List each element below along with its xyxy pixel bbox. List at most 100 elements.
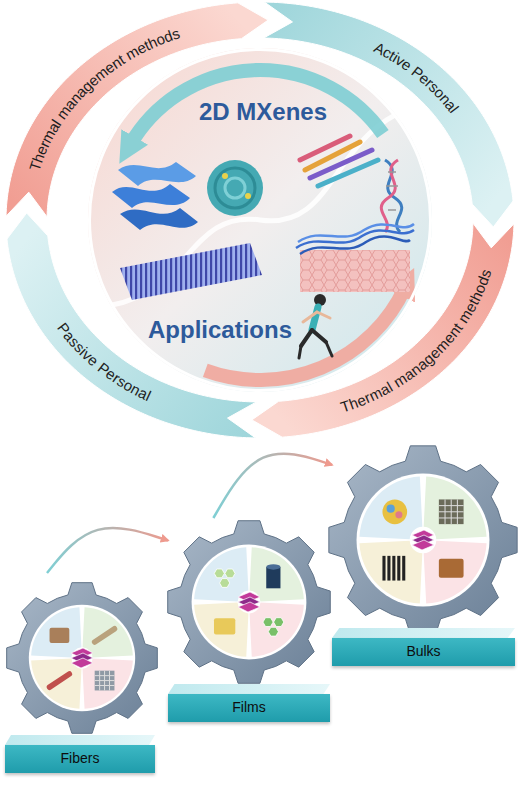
center-title: 2D MXenes — [199, 100, 327, 124]
gear-illustration — [266, 567, 280, 588]
nanosheet-array — [120, 243, 262, 300]
fiber-rods — [300, 136, 350, 160]
gear-illustration — [439, 499, 464, 524]
gear-illustration — [329, 446, 517, 634]
gear-illustration — [439, 511, 464, 512]
mxene-sphere — [207, 160, 263, 216]
runner — [299, 346, 301, 358]
center-disc: 2D MXenes — [199, 100, 327, 124]
pedestal: Fibers — [5, 735, 155, 773]
gear-illustration — [214, 618, 235, 634]
pedestal-front: Films — [168, 694, 330, 722]
center-disc: 2D MXenesApplications — [88, 48, 432, 392]
band-label: Active Personal — [263, 2, 514, 227]
arrow-band: Thermal management methods — [251, 223, 514, 438]
gear-illustration — [238, 602, 260, 612]
gear-illustration — [225, 569, 235, 578]
textile — [296, 224, 414, 292]
gear-illustration — [395, 511, 402, 518]
runner — [299, 294, 332, 358]
material-gear: Fibers — [5, 573, 155, 773]
pedestal: Films — [168, 684, 330, 722]
mxene-sphere — [222, 173, 228, 179]
cycle-arrow — [130, 70, 383, 145]
gear-illustration — [83, 607, 133, 657]
textile — [300, 237, 410, 254]
gear-illustration — [95, 680, 115, 681]
gear-illustrations — [7, 446, 517, 733]
gear-illustration — [250, 547, 304, 601]
disc-background — [88, 48, 432, 392]
gear-illustration — [424, 476, 487, 539]
pedestal-label: Films — [232, 700, 265, 715]
gear-illustration — [29, 605, 135, 711]
gear-illustration — [387, 505, 395, 513]
band-label: Thermal management methods — [6, 2, 269, 217]
pedestal-front: Bulks — [332, 638, 515, 666]
nanosheet-array — [120, 243, 262, 300]
disc-outline — [90, 50, 431, 391]
mxene-sphere — [215, 168, 255, 208]
pedestal-front: Fibers — [61, 751, 100, 766]
dna-helix — [381, 160, 398, 232]
runner — [317, 312, 330, 318]
mxene-flakes — [118, 162, 196, 186]
gear-illustration — [83, 659, 133, 709]
gear-illustration — [214, 569, 224, 578]
gear-illustration — [439, 517, 464, 518]
mxene-sphere — [225, 178, 245, 198]
mxene-flakes — [120, 208, 198, 230]
dna-helix — [388, 171, 396, 173]
gear-illustration — [382, 499, 407, 524]
gear-illustration — [392, 556, 395, 581]
dna-helix — [381, 160, 401, 232]
gear-illustration — [95, 629, 115, 642]
center-title: Applications — [148, 318, 292, 342]
mxene-sphere — [207, 160, 263, 216]
gear-illustration — [109, 671, 110, 691]
gear-illustration — [357, 474, 490, 607]
runner — [326, 342, 332, 356]
gear-illustration — [263, 618, 273, 627]
gear-illustration — [439, 559, 464, 578]
dna-helix — [386, 185, 398, 187]
pedestal-label: Bulks — [406, 644, 440, 659]
material-gear: Bulks — [332, 440, 515, 666]
gear-illustration — [194, 547, 248, 601]
pedestal-front: Fibers — [5, 745, 155, 773]
pedestal-front: Bulks — [406, 644, 440, 659]
gear-illustration — [424, 541, 487, 604]
gear-illustration — [168, 521, 331, 684]
gear-illustration — [274, 618, 284, 627]
runner — [312, 330, 326, 342]
gear-illustration — [95, 685, 115, 686]
gear-illustration — [412, 540, 434, 550]
gear-illustration — [7, 583, 158, 734]
gear-illustration — [359, 541, 422, 604]
textile — [300, 250, 410, 292]
band-label: Thermal management methods — [251, 223, 514, 438]
gear-illustration — [382, 556, 385, 581]
mxene-flakes — [112, 162, 198, 230]
gear-illustration — [387, 556, 390, 581]
pedestal-top — [5, 735, 155, 745]
pedestal-top — [168, 684, 330, 694]
runner — [312, 307, 318, 330]
gear-illustration — [31, 659, 81, 709]
gear-illustration — [50, 628, 70, 643]
disc-background — [88, 48, 432, 392]
gear-illustration — [192, 545, 307, 660]
mxene-flakes — [112, 184, 190, 208]
arrow-band: Passive Personal — [6, 213, 257, 438]
gear-illustration — [402, 556, 405, 581]
gear-illustration — [329, 446, 517, 634]
mxene-sphere — [245, 193, 251, 199]
band-label: Passive Personal — [6, 213, 257, 438]
dna-helix — [388, 209, 396, 211]
center-disc: Applications — [148, 318, 292, 342]
flow-arrow — [47, 528, 168, 573]
gear-illustration — [397, 556, 400, 581]
pedestal-front: Films — [232, 700, 265, 715]
